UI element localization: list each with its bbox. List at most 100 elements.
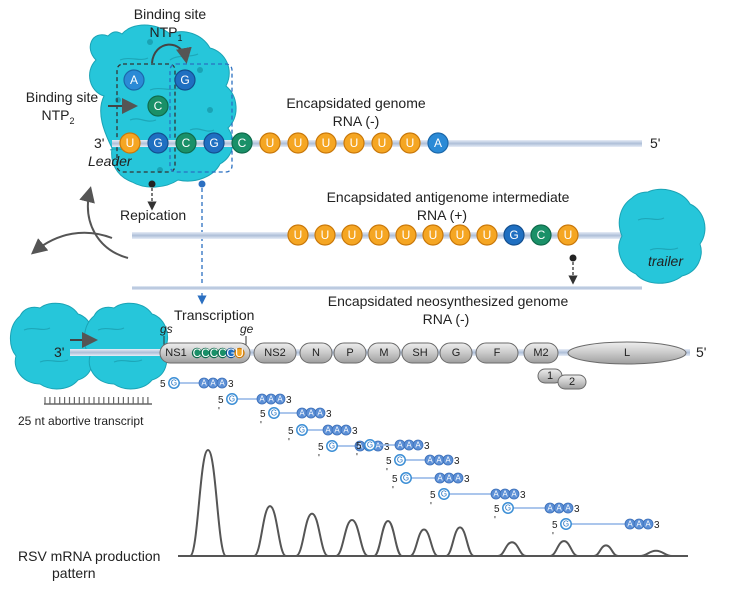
abortive-label: 25 nt abortive transcript <box>18 414 144 428</box>
production-label-1: RSV mRNA production <box>18 548 160 564</box>
production-peak-sh <box>445 526 475 557</box>
svg-text:A: A <box>268 395 274 404</box>
template-bead-4: G <box>203 132 225 154</box>
svg-text:3: 3 <box>464 474 470 485</box>
svg-text:A: A <box>547 504 553 513</box>
svg-text:5: 5 <box>318 442 324 453</box>
gene-g: G <box>439 342 473 364</box>
svg-text:G: G <box>397 456 403 465</box>
svg-text:3: 3 <box>454 456 460 467</box>
svg-text:5: 5 <box>260 409 266 420</box>
recycle-arrow-2 <box>30 231 113 255</box>
genome-bead-1: C <box>231 132 253 154</box>
gene-m: M <box>367 342 401 364</box>
svg-text:5: 5 <box>386 456 392 467</box>
gene-ns2: NS2 <box>253 342 297 364</box>
antigenome-pin <box>569 254 577 262</box>
svg-text:3: 3 <box>352 426 358 437</box>
antigenome-bead-8: U <box>476 224 498 246</box>
svg-text:C: C <box>193 346 202 360</box>
svg-text:U: U <box>321 228 330 242</box>
svg-text:C: C <box>154 99 163 113</box>
svg-text:A: A <box>434 136 442 150</box>
svg-text:A: A <box>130 73 138 87</box>
ntp2-label: NTP2 <box>41 107 74 126</box>
antigenome-bead-7: U <box>449 224 471 246</box>
svg-text:': ' <box>288 437 290 448</box>
svg-text:3: 3 <box>520 490 526 501</box>
svg-text:A: A <box>556 504 562 513</box>
svg-text:G: G <box>563 520 569 529</box>
trailer-label: trailer <box>648 253 684 269</box>
leader-label: Leader <box>88 153 133 169</box>
genome-3prime: 3' <box>94 135 104 151</box>
svg-text:A: A <box>277 395 283 404</box>
svg-text:': ' <box>218 406 220 417</box>
ge-label: ge <box>240 322 254 336</box>
svg-text:3: 3 <box>286 395 292 406</box>
svg-text:P: P <box>346 347 353 359</box>
svg-text:5: 5 <box>430 490 436 501</box>
svg-text:U: U <box>375 228 384 242</box>
genome-title-1: Encapsidated genome <box>286 95 426 111</box>
svg-text:N: N <box>312 347 320 359</box>
gene-m2: M2 <box>523 342 559 364</box>
production-peak-g <box>497 541 527 557</box>
svg-text:A: A <box>493 490 499 499</box>
ntp1-binding-box <box>169 63 233 173</box>
genome-title-2: RNA (-) <box>333 113 380 129</box>
svg-text:3: 3 <box>574 504 580 515</box>
antigenome-bead-1: U <box>287 224 309 246</box>
svg-text:U: U <box>350 136 359 150</box>
polymerase-trailer <box>618 188 706 284</box>
svg-text:A: A <box>427 456 433 465</box>
svg-text:3: 3 <box>384 442 390 453</box>
svg-text:A: A <box>502 490 508 499</box>
genome-bead-7: U <box>399 132 421 154</box>
m2-orf-2: 2 <box>557 374 587 390</box>
polymerase-bottom-1 <box>10 302 94 390</box>
svg-text:A: A <box>325 426 331 435</box>
binding-site-1-label: Binding site <box>134 6 207 22</box>
svg-text:5: 5 <box>356 441 362 452</box>
genome-bead-3: U <box>287 132 309 154</box>
svg-text:G: G <box>367 441 373 450</box>
svg-text:M2: M2 <box>533 347 548 359</box>
production-peak-f <box>549 540 579 557</box>
svg-text:5: 5 <box>392 474 398 485</box>
svg-text:': ' <box>552 531 554 542</box>
production-peak-l <box>639 549 673 557</box>
genome-bead-6: U <box>371 132 393 154</box>
production-peak-ns1 <box>253 505 287 557</box>
antigenome-bead-11: U <box>557 224 579 246</box>
svg-text:A: A <box>436 456 442 465</box>
gene-sh: SH <box>401 342 439 364</box>
svg-text:U: U <box>266 136 275 150</box>
svg-text:C: C <box>201 346 210 360</box>
svg-text:A: A <box>645 520 651 529</box>
ntp-bead-a: A <box>123 69 145 91</box>
svg-text:5: 5 <box>218 395 224 406</box>
svg-text:5: 5 <box>288 426 294 437</box>
ntp-bead-c: C <box>147 95 169 117</box>
ns1-seq-bead-6: U <box>234 346 245 360</box>
genome-bead-8: A <box>427 132 449 154</box>
transcription-label: Transcription <box>174 307 254 323</box>
svg-text:': ' <box>430 501 432 512</box>
svg-text:C: C <box>537 228 546 242</box>
production-peak-abortive <box>189 448 227 557</box>
svg-text:A: A <box>219 379 225 388</box>
production-peak-m <box>409 528 439 557</box>
svg-text:3: 3 <box>228 379 234 390</box>
neo-title-1: Encapsidated neosynthesized genome <box>328 293 569 309</box>
ntp2-binding-box <box>116 63 176 173</box>
antigenome-bead-5: U <box>395 224 417 246</box>
